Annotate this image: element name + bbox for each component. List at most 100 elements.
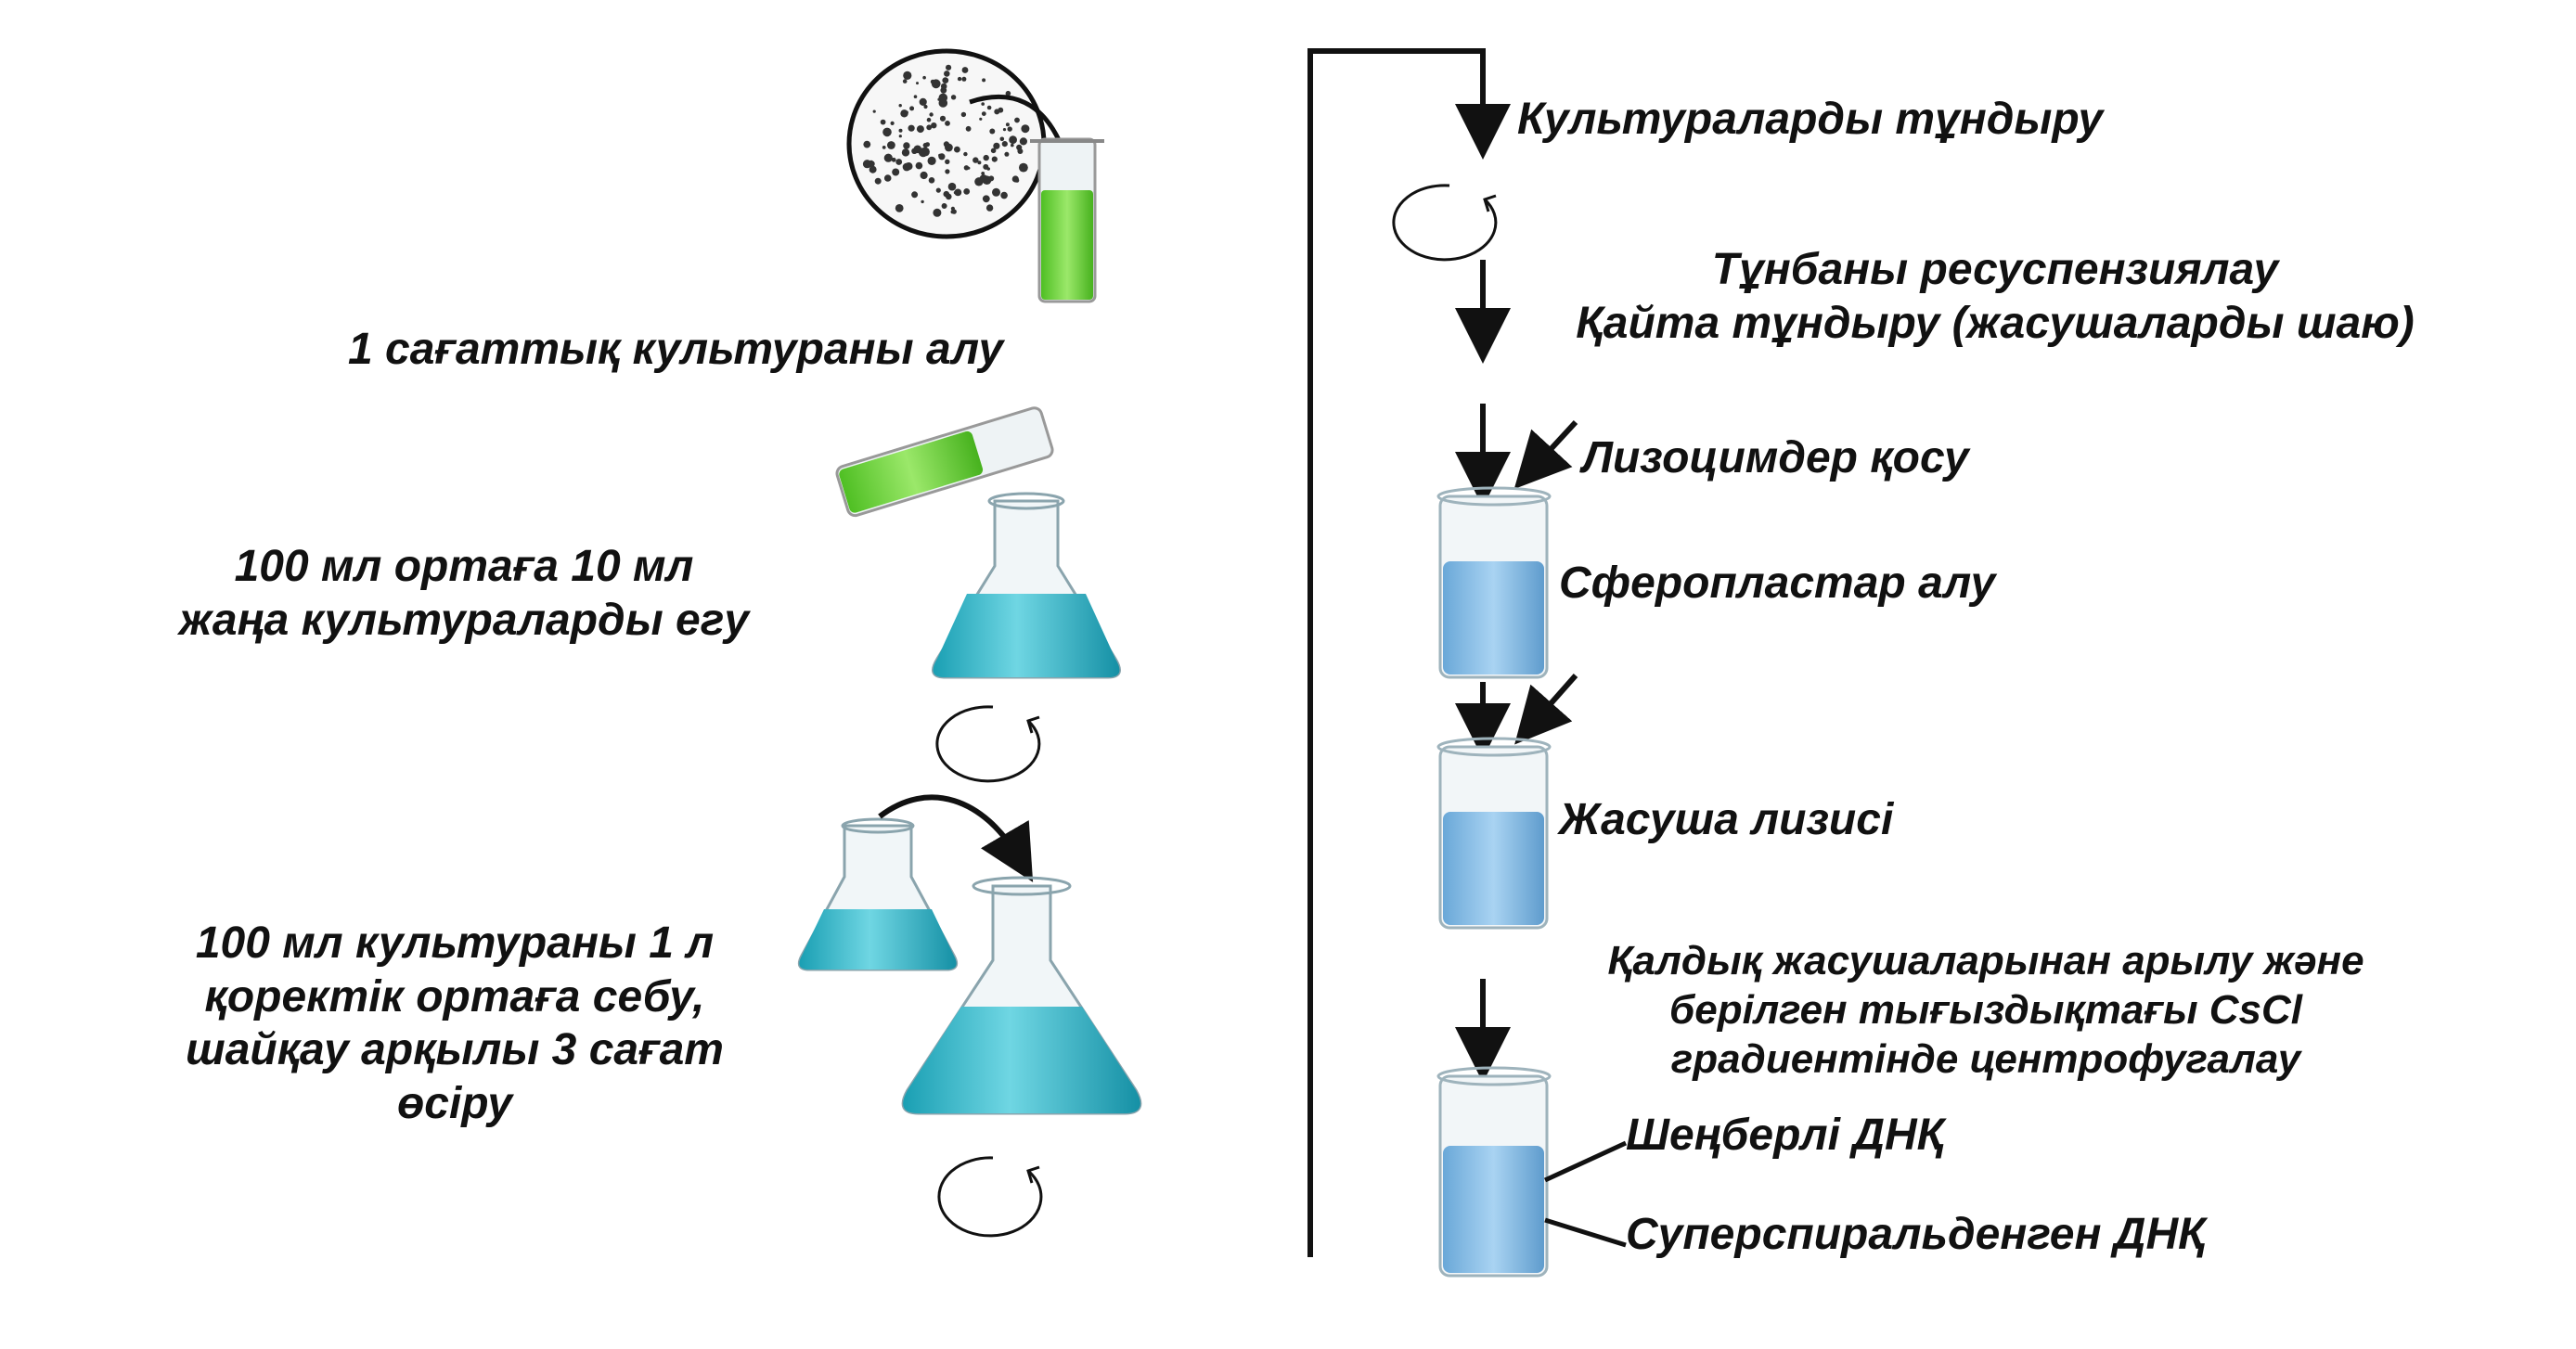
step-sediment-cultures: Культураларды тұндыру (1517, 95, 2104, 144)
colony-dot (883, 153, 893, 162)
colony-dot (927, 156, 936, 165)
colony-dot (913, 95, 918, 98)
step-resuspend-label: Тұнбаны ресуспензиялау Қайта тұндыру (жа… (1576, 245, 2415, 348)
colony-dot (869, 165, 877, 173)
colony-dot (946, 64, 952, 71)
colony-dot (895, 159, 903, 165)
colony-dot (872, 109, 876, 113)
colony-dot (892, 168, 900, 176)
colony-dot (939, 115, 947, 122)
petri-dish-icon (846, 48, 1047, 239)
colony-dot (928, 177, 935, 184)
colony-dot (999, 136, 1005, 142)
colony-dot (963, 165, 970, 171)
colony-dot (985, 204, 994, 212)
colony-dot (941, 203, 947, 209)
colony-dot (903, 142, 910, 149)
colony-dot (1011, 137, 1016, 142)
colony-dot (929, 112, 934, 117)
colony-dot (947, 182, 957, 191)
colony-dot (945, 121, 950, 126)
colony-dot (1014, 117, 1020, 123)
colony-dot (922, 142, 928, 148)
colony-dot (1021, 124, 1030, 134)
rotation-icon (1392, 184, 1498, 262)
colony-dot (1011, 143, 1014, 148)
step-one-hour-culture: 1 сағаттық культураны алу (348, 325, 1004, 374)
colony-dot (935, 187, 941, 193)
colony-dot (938, 153, 942, 158)
colony-dot (944, 71, 950, 77)
colony-dot (1001, 141, 1008, 148)
colony-dot (938, 93, 948, 103)
colony-dot (1019, 162, 1028, 173)
colony-dot (981, 172, 985, 175)
colony-dot (891, 157, 896, 162)
colony-dot (905, 110, 908, 114)
transfer-arrow-icon (878, 794, 1034, 882)
large-flask-icon (901, 876, 1142, 1115)
colony-dot (989, 128, 996, 135)
small-flask-icon (797, 817, 959, 971)
rotation-icon (937, 1156, 1043, 1238)
colony-dot (1000, 191, 1008, 199)
step-grow-label: 100 мл культураны 1 л қоректік ортаға се… (186, 919, 724, 1128)
colony-dot (883, 174, 892, 182)
test-tube-icon (1030, 137, 1104, 303)
step-spheroplasts: Сферопластар алу (1559, 559, 1996, 608)
colony-dot (950, 95, 957, 100)
erlenmeyer-flask-icon (932, 492, 1121, 679)
colony-dot (921, 147, 930, 157)
colony-dot (986, 105, 992, 110)
lysozyme-arrow (1513, 419, 1578, 490)
colony-dot (869, 160, 873, 164)
colony-dot (911, 148, 918, 154)
colony-dot (974, 177, 984, 186)
colony-dot (898, 128, 903, 133)
colony-dot (990, 148, 997, 154)
colony-dot (993, 142, 1000, 149)
circular-dna-pointer (1543, 1140, 1628, 1183)
step-add-lysozyme: Лизоцимдер қосу (1582, 433, 1969, 482)
colony-dot (961, 76, 967, 82)
colony-dot (862, 160, 872, 169)
colony-dot (953, 191, 957, 195)
colony-dot (911, 191, 919, 199)
colony-dot (982, 195, 990, 203)
colony-dot (937, 97, 941, 101)
colony-dot (1007, 126, 1012, 132)
colony-dot (960, 111, 967, 118)
colony-dot (916, 125, 924, 134)
step-inoculate-label: 100 мл ортаға 10 мл жаңа культураларды е… (178, 542, 750, 645)
colony-dot (898, 135, 902, 138)
colony-dot (991, 156, 998, 162)
colony-dot (902, 162, 911, 172)
lysis-reagent-arrow (1514, 674, 1578, 745)
colony-dot (986, 167, 990, 171)
colony-dot (988, 175, 995, 182)
colony-dot (981, 111, 986, 116)
colony-dot (882, 146, 886, 149)
colony-dot (874, 177, 882, 185)
label-supercoiled-dna: Суперспиральденген ДНҚ (1626, 1210, 2206, 1259)
colony-dot (902, 79, 908, 84)
colony-dot (954, 146, 960, 153)
colony-dot (923, 104, 928, 109)
colony-dot (921, 199, 924, 204)
colony-dot (887, 141, 895, 148)
colony-dot (916, 82, 919, 85)
beaker-icon (1436, 1066, 1552, 1278)
colony-dot (943, 141, 950, 148)
colony-dot (901, 148, 910, 157)
colony-dot (981, 102, 985, 106)
colony-dot (942, 77, 949, 84)
colony-dot (1004, 151, 1010, 157)
colony-dot (890, 121, 895, 125)
colony-dot (1002, 128, 1007, 132)
colony-dot (961, 67, 969, 73)
colony-dot (915, 161, 923, 170)
colony-dot (931, 79, 941, 89)
transfer-loop-line (969, 94, 1065, 149)
beaker-icon (1436, 737, 1552, 930)
